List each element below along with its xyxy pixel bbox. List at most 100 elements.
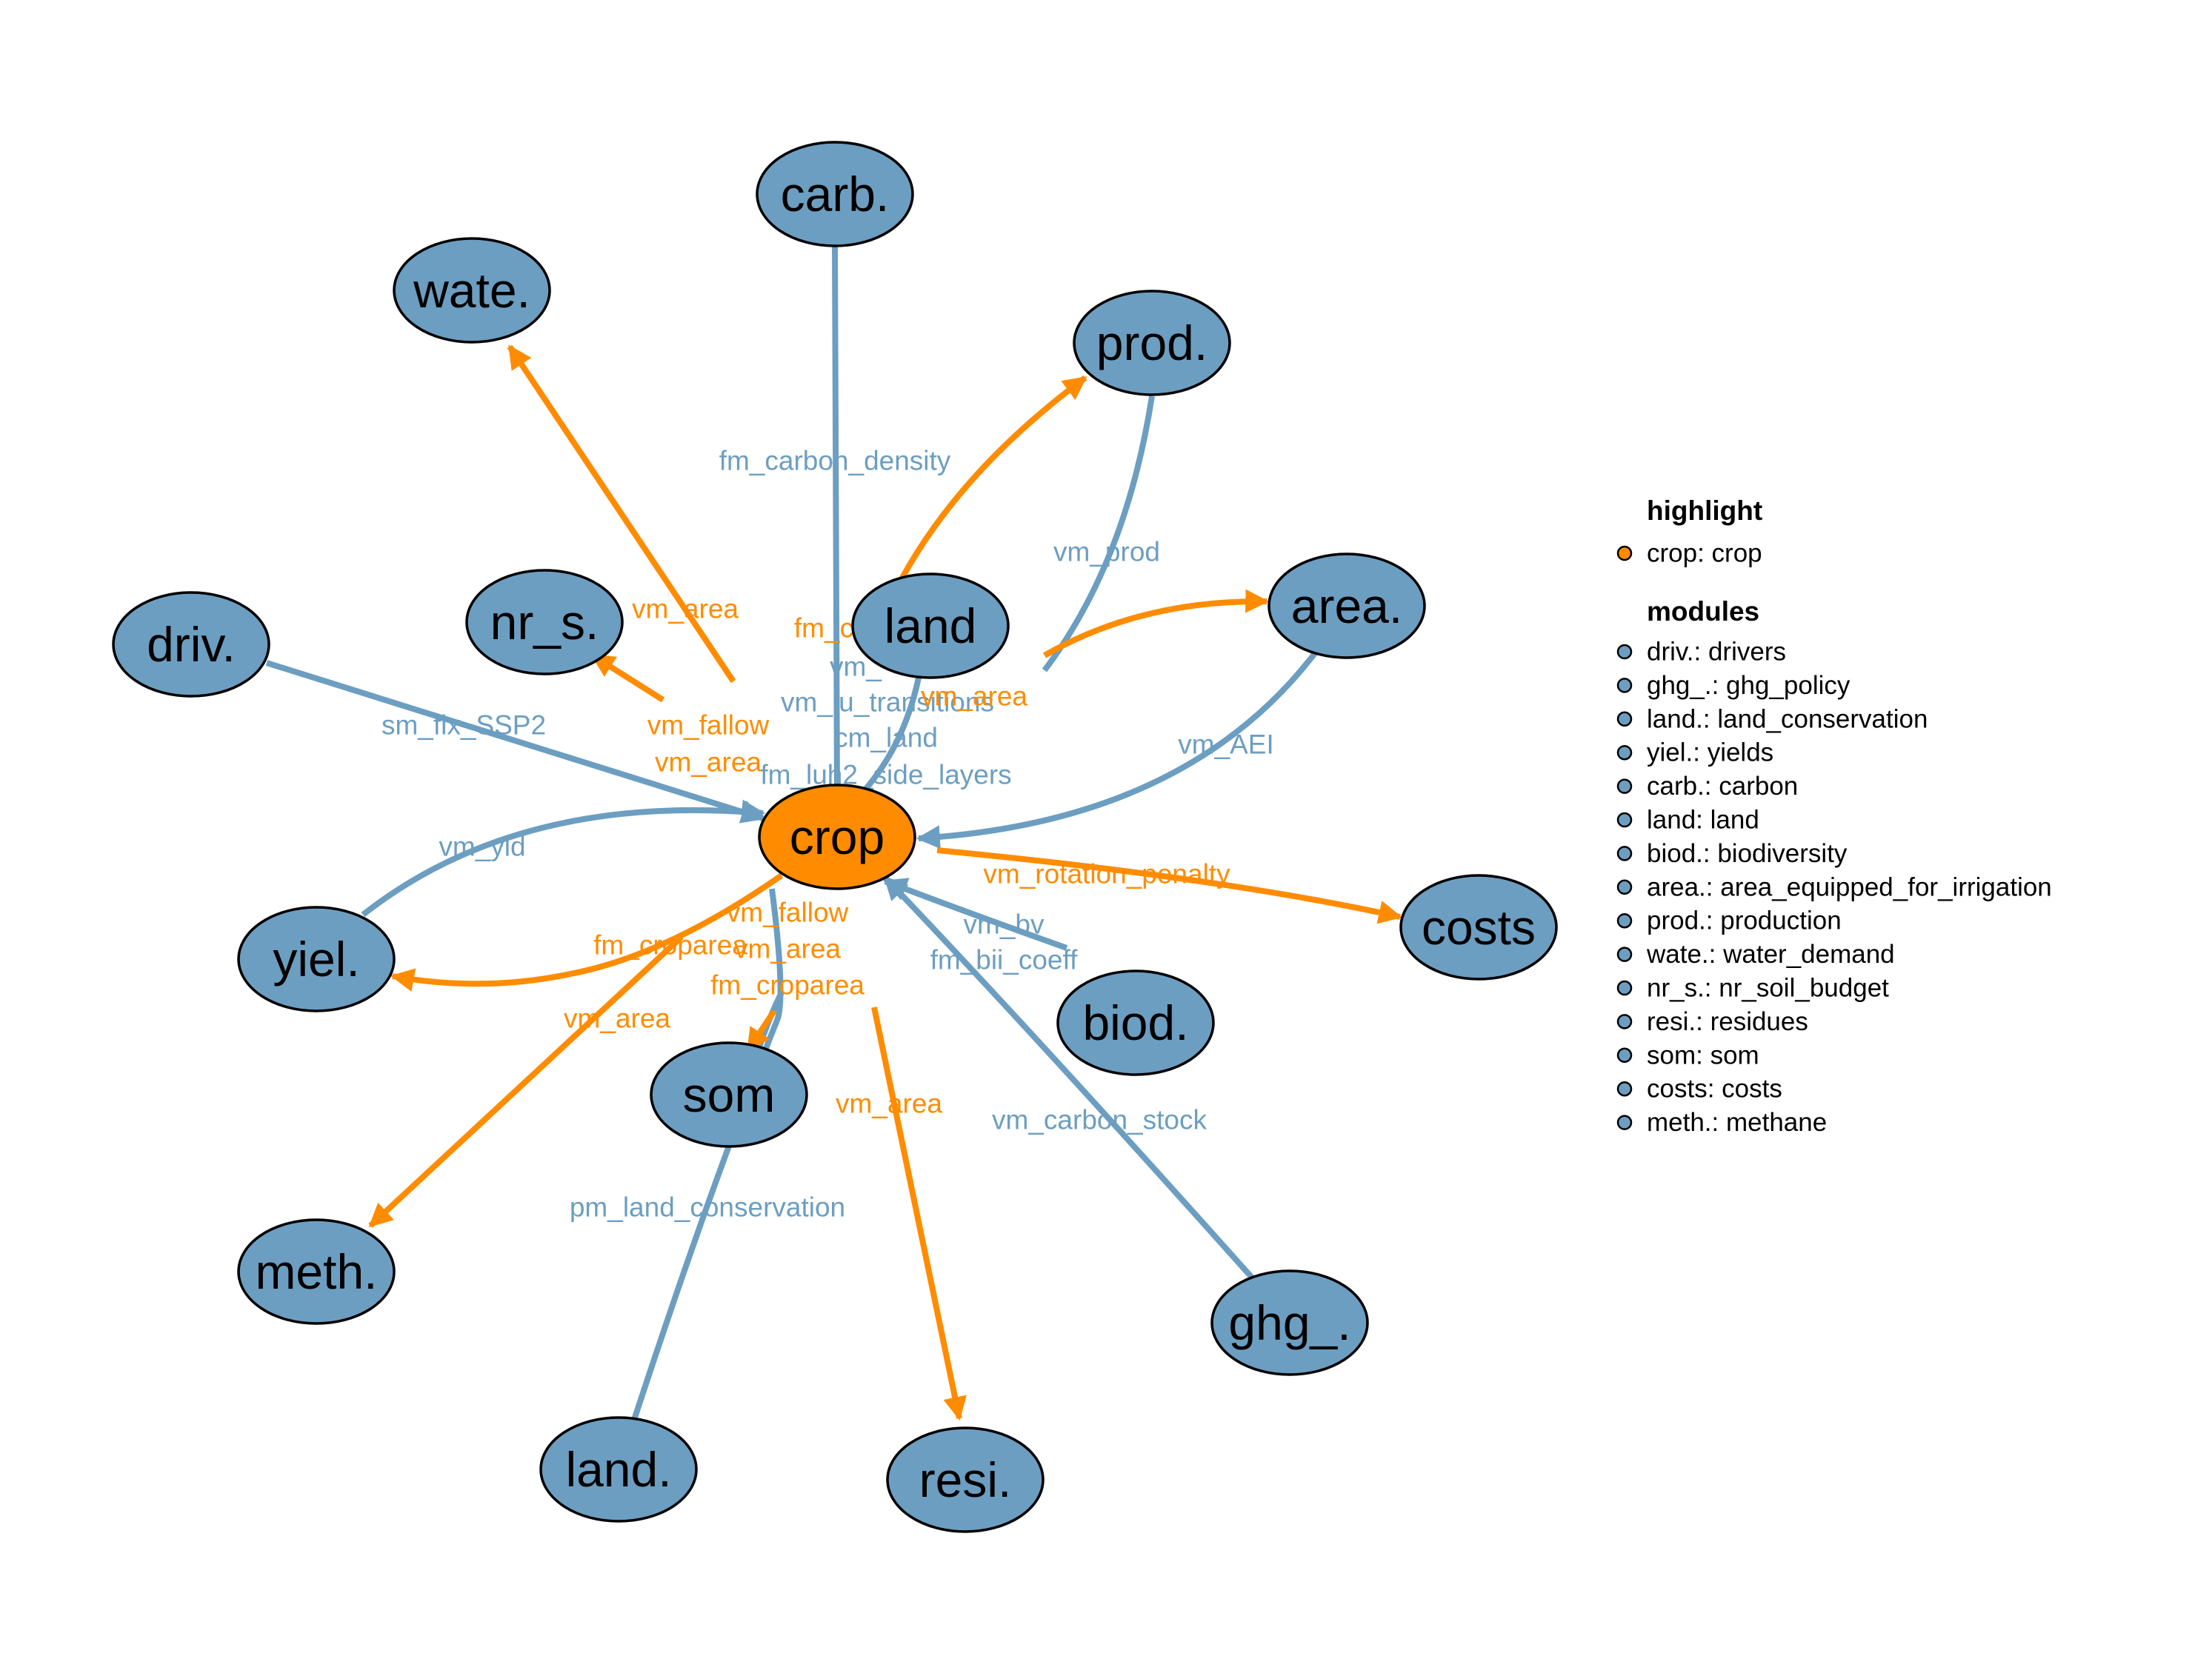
- edge-yiel-crop: [361, 799, 766, 918]
- label-vm-bv: vm_bv: [964, 909, 1045, 940]
- node-label: area.: [1291, 578, 1402, 633]
- node-label: som: [683, 1067, 776, 1122]
- legend-dot: [1616, 879, 1633, 895]
- legend-dot: [1616, 644, 1633, 660]
- legend-item: resi.: residues: [1616, 1007, 1808, 1036]
- legend-dot: [1616, 846, 1633, 861]
- legend-dot: [1616, 1047, 1633, 1064]
- legend-label: land: land: [1647, 806, 1759, 835]
- node-area[interactable]: area.: [1267, 553, 1426, 659]
- node-driv[interactable]: driv.: [112, 591, 270, 698]
- node-label: resi.: [919, 1452, 1012, 1507]
- legend-item: som: som: [1616, 1041, 1759, 1069]
- legend-item: nr_s.: nr_soil_budget: [1616, 974, 1889, 1003]
- node-som[interactable]: som: [650, 1041, 808, 1148]
- edge-crop-meth: [368, 935, 684, 1228]
- legend-dot: [1616, 545, 1633, 561]
- label-vm-fallow-nr: vm_fallow: [647, 710, 770, 741]
- legend-modules-list: driv.: drivers ghg_.: ghg_policy land.: la…: [1616, 638, 2052, 1137]
- node-land[interactable]: land: [851, 573, 1010, 679]
- node-yiel[interactable]: yiel.: [237, 906, 396, 1012]
- label-vm-area-meth: vm_area: [564, 1004, 670, 1034]
- node-label: meth.: [255, 1244, 377, 1299]
- legend-highlight-title: highlight: [1647, 495, 1762, 526]
- label-fm-bii-coeff: fm_bii_coeff: [930, 945, 1079, 975]
- edge-crop-nr_s: [590, 652, 665, 703]
- node-biod[interactable]: biod.: [1056, 969, 1215, 1076]
- legend-dot: [1616, 678, 1633, 693]
- legend-item: prod.: production: [1616, 907, 1842, 935]
- legend-label: prod.: production: [1647, 907, 1842, 935]
- edge-labels: fm_carbon_density fm_c vm_area vm_fallow…: [382, 446, 1274, 1223]
- node-carb[interactable]: carb.: [756, 141, 914, 247]
- node-costs[interactable]: costs: [1399, 874, 1558, 981]
- legend-label: ghg_.: ghg_policy: [1647, 671, 1850, 700]
- label-fm-croparea-som: fm_croparea: [710, 970, 865, 1001]
- legend-item: driv.: drivers: [1616, 638, 1786, 667]
- node-label: driv.: [147, 617, 236, 672]
- node-label: yiel.: [273, 932, 359, 987]
- edge-crop-som: [745, 1009, 777, 1052]
- node-label: land: [885, 598, 977, 653]
- node-prod[interactable]: prod.: [1073, 290, 1231, 396]
- label-vm-rotation-penalty: vm_rotation_penalty: [983, 859, 1230, 889]
- label-fm-c: fm_c: [794, 613, 853, 644]
- node-ghg[interactable]: ghg_.: [1210, 1269, 1369, 1376]
- node-label: land.: [565, 1442, 671, 1497]
- label-vm-area-resi: vm_area: [836, 1089, 942, 1119]
- label-cm-land: cm_land: [834, 723, 938, 753]
- legend-item: land: land: [1616, 806, 1759, 835]
- legend-dot: [1616, 912, 1633, 929]
- legend-label: biod.: biodiversity: [1647, 839, 1848, 868]
- legend-item: ghg_.: ghg_policy: [1616, 671, 1850, 700]
- legend-label: resi.: residues: [1647, 1007, 1808, 1036]
- node-label: biod.: [1082, 995, 1188, 1050]
- legend-label: land.: land_conservation: [1647, 704, 1928, 733]
- edge-crop-resi: [871, 1007, 967, 1421]
- label-sm-fix-ssp2: sm_fix_SSP2: [382, 710, 546, 741]
- edge-crop-wate: [507, 344, 736, 684]
- node-meth[interactable]: meth.: [237, 1218, 396, 1325]
- legend-dot: [1616, 812, 1633, 828]
- legend-item: crop: crop: [1616, 539, 1762, 568]
- label-vm-area-area: vm_area: [921, 681, 1027, 712]
- label-vm-prod: vm_prod: [1053, 537, 1160, 567]
- legend-dot: [1616, 1081, 1633, 1097]
- label-vm-area-nr: vm_area: [655, 747, 762, 778]
- legend-label: meth.: methane: [1647, 1108, 1827, 1137]
- legend-label: driv.: drivers: [1647, 638, 1786, 667]
- node-label: nr_s.: [490, 595, 599, 650]
- edge-carb-crop: [832, 244, 840, 801]
- legend-dot: [1616, 711, 1633, 727]
- legend-item: carb.: carbon: [1616, 772, 1798, 801]
- legend-dot: [1616, 778, 1633, 794]
- label-vm-yld: vm_yld: [439, 832, 525, 862]
- legend-item: costs: costs: [1616, 1075, 1782, 1104]
- node-resi[interactable]: resi.: [886, 1426, 1045, 1533]
- label-vm-area-wate: vm_area: [632, 594, 739, 624]
- legend-dot: [1616, 947, 1633, 962]
- node-crop[interactable]: crop: [758, 784, 916, 890]
- node-land-conservation[interactable]: land.: [539, 1416, 698, 1523]
- label-vm-area-som: vm_area: [734, 934, 841, 964]
- edge-crop-costs: [936, 847, 1403, 924]
- legend-label: nr_s.: nr_soil_budget: [1647, 974, 1889, 1003]
- node-label: prod.: [1096, 316, 1207, 370]
- legend-label: costs: costs: [1647, 1075, 1782, 1104]
- node-wate[interactable]: wate.: [393, 237, 551, 344]
- edge-land-crop: [857, 677, 922, 798]
- legend-item: yiel.: yields: [1616, 738, 1773, 767]
- legend-item: biod.: biodiversity: [1616, 839, 1848, 868]
- legend-label: crop: crop: [1647, 539, 1762, 568]
- legend-dot: [1616, 1014, 1633, 1029]
- node-nr_s[interactable]: nr_s.: [465, 569, 624, 675]
- node-label: costs: [1422, 900, 1536, 955]
- legend-item: wate.: water_demand: [1616, 940, 1895, 969]
- label-vm-carbon-stock: vm_carbon_stock: [992, 1105, 1207, 1135]
- legend-label: wate.: water_demand: [1646, 940, 1895, 969]
- edge-driv-crop: [265, 660, 766, 824]
- node-label: crop: [790, 810, 885, 864]
- label-fm-croparea-yiel: fm_croparea: [593, 930, 747, 961]
- label-fm-carbon-density: fm_carbon_density: [719, 446, 951, 476]
